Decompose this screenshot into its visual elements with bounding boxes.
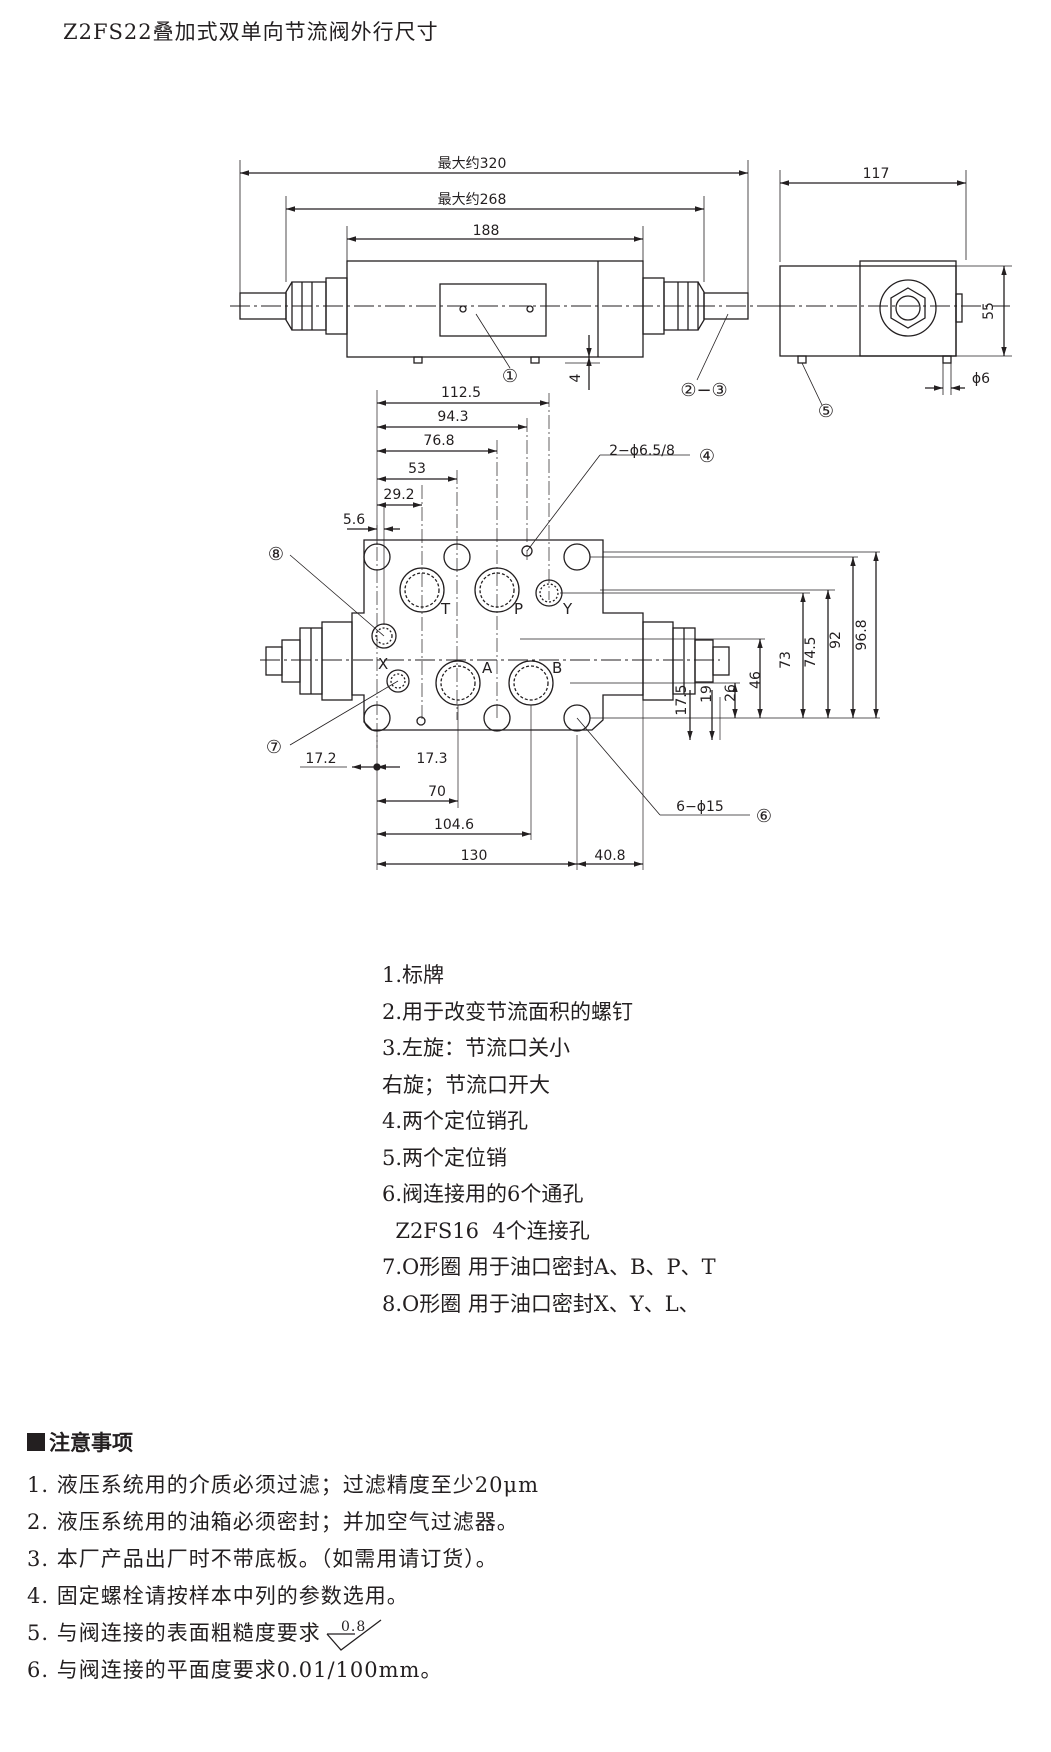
dim-through-holes: 6−ϕ15 (676, 799, 724, 815)
dim-v46: 46 (748, 671, 764, 689)
dim-53: 53 (408, 461, 426, 477)
dim-v96-8: 96.8 (854, 619, 870, 650)
dim-104-6: 104.6 (434, 817, 474, 833)
callout-6: ⑥ (756, 806, 772, 827)
dim-v19: 19 (699, 685, 715, 703)
nameplate (439, 283, 547, 337)
caution-item: 6. 与阀连接的平面度要求0.01/100mm。 (27, 1658, 443, 1682)
dim-v17-5: 17.5 (674, 684, 690, 715)
dim-29-2: 29.2 (383, 487, 414, 503)
dim-70: 70 (428, 784, 446, 800)
caution-item-text: 5. 与阀连接的表面粗糙度要求 (27, 1621, 321, 1645)
dim-max320: 最大约320 (438, 156, 507, 172)
dim-40-8: 40.8 (594, 848, 625, 864)
caution-section: 注意事项 1. 液压系统用的介质必须过滤；过滤精度至少20μm 2. 液压系统用… (27, 1427, 539, 1689)
caution-item: 4. 固定螺栓请按样本中列的参数选用。 (27, 1584, 409, 1608)
valve-dimension-drawing: 最大约320 最大约268 188 117 55 4 ϕ6 112.5 94.3… (230, 156, 1012, 870)
dim-55: 55 (981, 302, 997, 320)
note-item: 2.用于改变节流面积的螺钉 (382, 999, 634, 1024)
dim-112-5: 112.5 (441, 385, 481, 401)
parts-legend: 1.标牌 2.用于改变节流面积的螺钉 3.左旋：节流口关小 右旋；节流口开大 4… (382, 957, 716, 1322)
dim-phi6: ϕ6 (972, 371, 990, 387)
caution-heading: 注意事项 (27, 1427, 539, 1457)
dim-v26: 26 (723, 684, 739, 702)
caution-item-roughness: 5. 与阀连接的表面粗糙度要求 0.8 (27, 1615, 539, 1652)
port-label-b: B (552, 659, 562, 677)
square-bullet-icon (27, 1433, 45, 1451)
port-label-y: Y (562, 600, 573, 618)
callout-5: ⑤ (818, 401, 834, 422)
callout-2-3: ②−③ (680, 380, 727, 401)
caution-item: 2. 液压系统用的油箱必须密封；并加空气过滤器。 (27, 1510, 519, 1534)
roughness-symbol-icon: 0.8 (326, 1619, 382, 1651)
dim-pin-holes: 2−ϕ6.5/8 (609, 443, 675, 459)
note-item: Z2FS16 4个连接孔 (382, 1218, 590, 1243)
caution-title: 注意事项 (49, 1431, 133, 1455)
port-label-x: X (378, 655, 388, 673)
note-item: 6.阀连接用的6个通孔 (382, 1182, 584, 1206)
note-item: 7.O形圈 用于油口密封A、B、P、T (382, 1255, 716, 1279)
dim-17-2: 17.2 (305, 751, 336, 767)
dim-4: 4 (568, 373, 584, 382)
port-label-a: A (482, 659, 493, 677)
port-label-t: T (440, 600, 451, 618)
dim-v74-5: 74.5 (803, 636, 819, 667)
note-item: 8.O形圈 用于油口密封X、Y、L、 (382, 1291, 700, 1316)
note-item: 3.左旋：节流口关小 (382, 1036, 571, 1060)
callout-4: ④ (699, 446, 715, 467)
caution-item: 1. 液压系统用的介质必须过滤；过滤精度至少20μm (27, 1473, 539, 1497)
side-view (775, 260, 1010, 364)
note-item: 5.两个定位销 (382, 1145, 508, 1170)
dim-94-3: 94.3 (437, 409, 468, 425)
callout-8: ⑧ (268, 544, 284, 565)
dim-5-6: 5.6 (343, 512, 365, 528)
dim-188: 188 (473, 223, 500, 239)
note-item: 4.两个定位销孔 (382, 1109, 529, 1133)
front-view (230, 260, 790, 364)
callout-7: ⑦ (266, 737, 282, 758)
page-title: Z2FS22叠加式双单向节流阀外行尺寸 (63, 20, 439, 44)
callout-1: ① (502, 366, 518, 387)
dim-130: 130 (461, 848, 488, 864)
dim-v73: 73 (778, 651, 794, 669)
dim-v92: 92 (828, 631, 844, 649)
note-item: 右旋；节流口开大 (382, 1072, 550, 1097)
caution-item: 3. 本厂产品出厂时不带底板。（如需用请订货）。 (27, 1547, 498, 1571)
dim-76-8: 76.8 (423, 433, 454, 449)
dim-max268: 最大约268 (438, 192, 507, 208)
roughness-value: 0.8 (341, 1619, 366, 1635)
note-item: 1.标牌 (382, 963, 445, 987)
dim-17-3: 17.3 (416, 751, 447, 767)
dim-117: 117 (863, 166, 890, 182)
port-label-p: P (514, 600, 523, 618)
bottom-view (260, 393, 730, 748)
